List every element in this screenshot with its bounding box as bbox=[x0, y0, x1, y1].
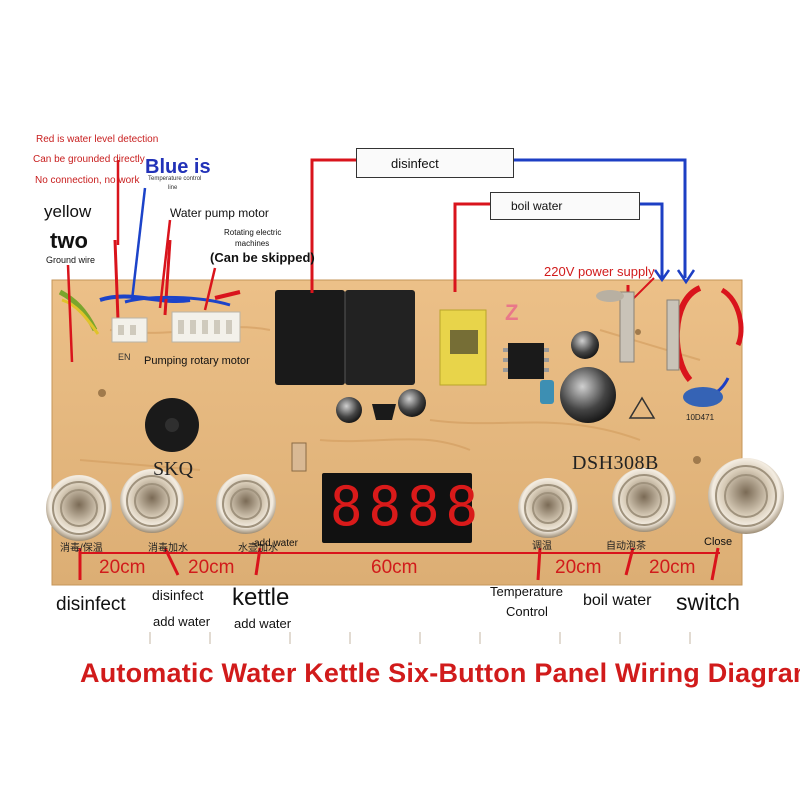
label-disinfect-add-2: add water bbox=[153, 614, 211, 629]
note-rotating-2: machines bbox=[235, 239, 270, 248]
svg-text:Z: Z bbox=[505, 300, 518, 325]
note-power-supply: 220V power supply bbox=[544, 264, 655, 279]
note-no-connection: No connection, no work bbox=[35, 175, 140, 186]
led-display bbox=[322, 473, 472, 543]
label-kettle-1: kettle bbox=[232, 584, 290, 611]
varistor-label: 10D471 bbox=[686, 413, 715, 422]
label-switch: switch bbox=[676, 589, 740, 615]
label-disinfect-add-1: disinfect bbox=[152, 587, 204, 603]
note-ground-wire: Ground wire bbox=[46, 255, 96, 265]
disinfect-box: disinfect bbox=[356, 148, 514, 178]
note-en: EN bbox=[118, 352, 131, 362]
model-label: DSH308B bbox=[572, 452, 659, 474]
boil-water-box-label: boil water bbox=[511, 199, 563, 213]
led-digits: 8888 bbox=[330, 475, 485, 538]
distance-3: 60cm bbox=[371, 557, 418, 578]
button-springs bbox=[46, 458, 784, 541]
diagram-title: Automatic Water Kettle Six-Button Panel … bbox=[80, 658, 800, 688]
wire-disinfect bbox=[310, 158, 356, 293]
distance-1: 20cm bbox=[99, 557, 146, 578]
button-label-5: 自动泡茶 bbox=[606, 541, 646, 552]
red-wire-left bbox=[113, 239, 120, 321]
relay-1 bbox=[275, 290, 345, 385]
spring-4 bbox=[518, 478, 578, 538]
spring-3 bbox=[216, 474, 276, 534]
button-label-3: 水壶加水 bbox=[238, 539, 278, 554]
distance-2: 20cm bbox=[188, 557, 235, 578]
varistor bbox=[683, 387, 723, 407]
note-grounded: Can be grounded directly bbox=[33, 154, 145, 165]
ic-chip bbox=[508, 343, 544, 379]
label-disinfect: disinfect bbox=[56, 594, 126, 615]
connector-small bbox=[111, 317, 148, 343]
button-label-4: 调温 bbox=[532, 541, 552, 552]
distance-4: 20cm bbox=[555, 557, 602, 578]
button-label-2: 消毒加水 bbox=[148, 543, 188, 554]
distance-5: 20cm bbox=[649, 557, 696, 578]
button-add-water: add water bbox=[254, 538, 298, 549]
note-two: two bbox=[50, 228, 88, 253]
spring-5 bbox=[612, 468, 676, 532]
note-rotating-1: Rotating electric bbox=[224, 228, 282, 237]
disinfect-box-label: disinfect bbox=[391, 156, 439, 171]
note-can-be-skipped: (Can be skipped) bbox=[210, 250, 315, 265]
note-pumping-rotary-motor: Pumping rotary motor bbox=[144, 355, 250, 367]
button-label-1: 消毒/保温 bbox=[60, 543, 103, 554]
note-blue-is: Blue is bbox=[145, 156, 211, 178]
label-kettle-2: add water bbox=[234, 616, 292, 631]
relay-2 bbox=[345, 290, 415, 385]
spring-2 bbox=[120, 469, 184, 533]
button-close: Close bbox=[704, 536, 733, 548]
label-temperature: Temperature bbox=[490, 584, 563, 599]
note-water-pump-motor: Water pump motor bbox=[170, 206, 269, 220]
brand-label: SKQ bbox=[153, 458, 194, 480]
capacitor-large bbox=[560, 367, 616, 423]
note-yellow: yellow bbox=[44, 202, 92, 221]
spring-1 bbox=[46, 475, 112, 541]
note-temp-line: line bbox=[168, 185, 178, 191]
spring-6 bbox=[708, 458, 784, 534]
label-control: Control bbox=[506, 604, 548, 619]
note-temp-control: Temperature control bbox=[148, 176, 202, 182]
wire-boil bbox=[453, 202, 490, 292]
note-red-water-level: Red is water level detection bbox=[36, 134, 159, 145]
label-boil-water: boil water bbox=[583, 592, 652, 609]
boil-water-box: boil water bbox=[490, 192, 640, 220]
